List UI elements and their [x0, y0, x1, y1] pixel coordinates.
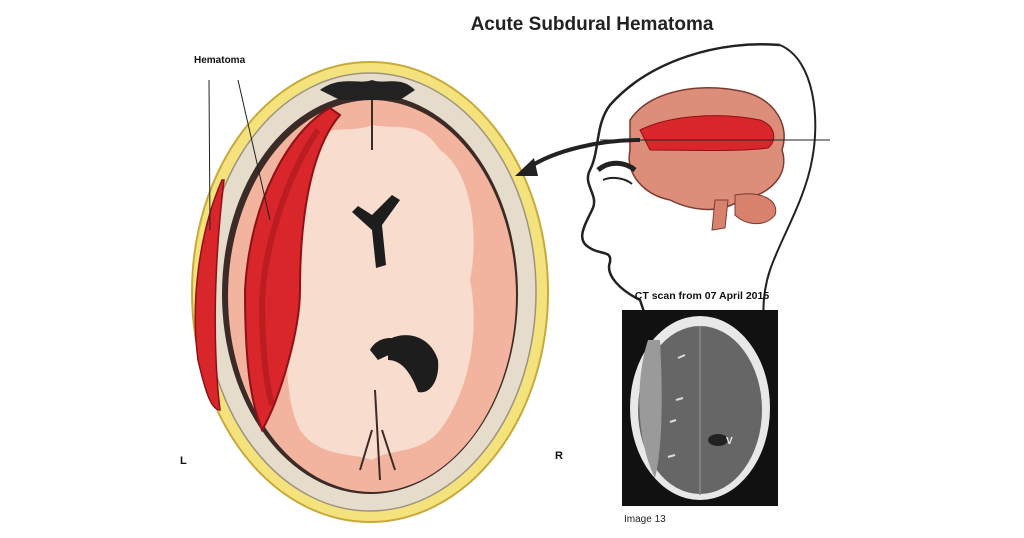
subdural-hematoma: [243, 106, 342, 433]
pointer-line-outer: [208, 79, 211, 231]
white-matter: [285, 125, 474, 460]
brainstem: [711, 199, 729, 231]
right-side-label: R: [555, 450, 563, 462]
hematoma-label: Hematoma: [194, 55, 246, 66]
face-outline: [580, 43, 781, 391]
arrow-shaft: [526, 138, 641, 170]
cerebellum: [734, 193, 777, 225]
ct-ventricle: [708, 434, 728, 446]
ct-ventricle-marker: V: [726, 436, 733, 447]
ct-scan: V: [622, 310, 778, 506]
frontal-sinus: [320, 80, 415, 100]
ventricle-frontal: [352, 195, 400, 268]
falx-back: [359, 389, 396, 481]
ct-hematoma: [639, 340, 662, 478]
arrow-head-icon: [515, 158, 538, 176]
ventricle-left: [370, 338, 404, 360]
scalp-hematoma: [194, 179, 225, 411]
hematoma-shading: [258, 128, 321, 406]
ct-scan-title: CT scan from 07 April 2015: [634, 290, 770, 302]
hematoma-profile: [639, 115, 775, 151]
eyebrow: [596, 160, 637, 173]
left-side-label: L: [180, 455, 187, 467]
head-profile: [515, 43, 830, 391]
eye-icon: [602, 176, 633, 185]
pointer-line-inner: [237, 79, 271, 221]
axial-brain-section: [191, 61, 549, 523]
ventricle-right: [388, 335, 439, 393]
ct-arrow-icons: [667, 354, 686, 458]
ct-scan-caption: Image 13: [624, 514, 666, 525]
figure-title: Acute Subdural Hematoma: [470, 14, 714, 35]
